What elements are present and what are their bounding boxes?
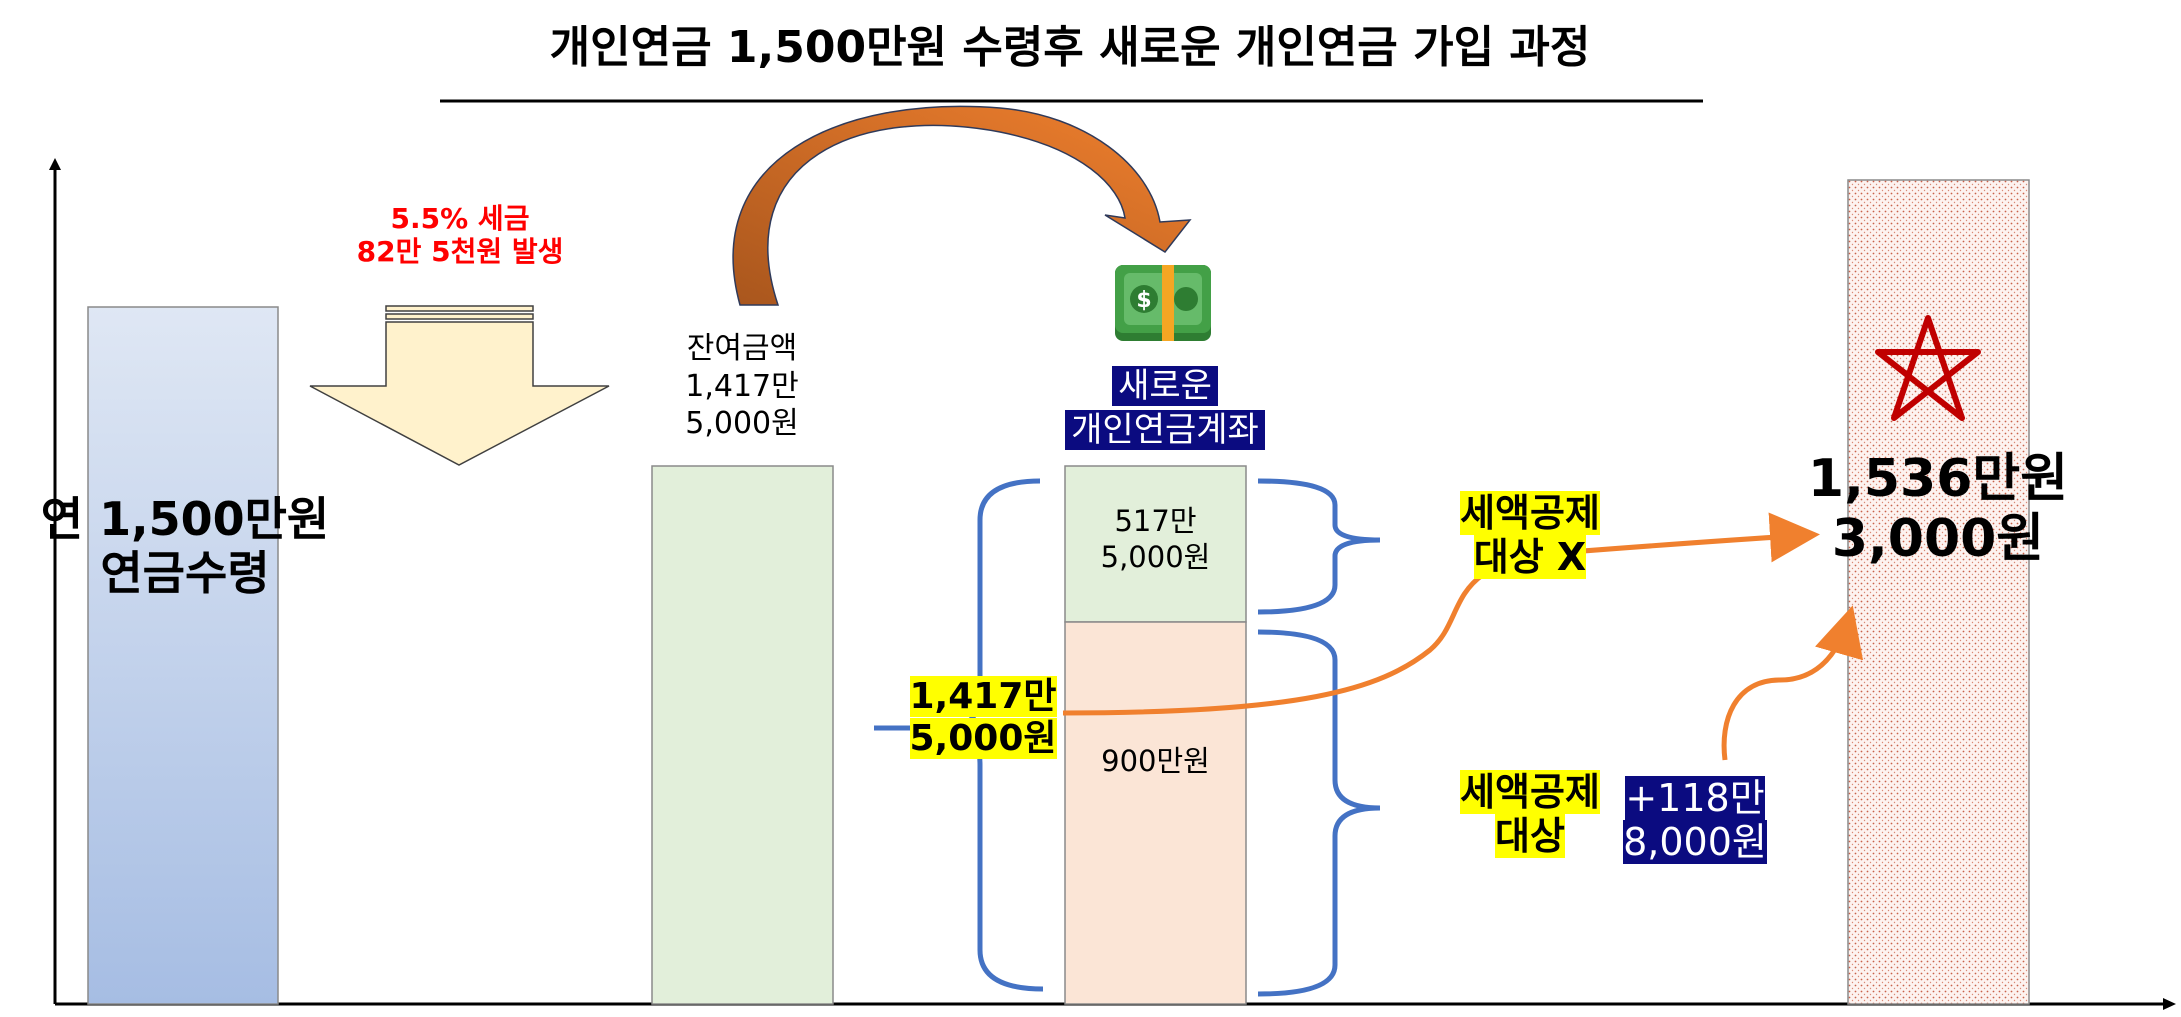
refund-to-result-arrow [1721,605,1864,761]
remaining-line2: 1,417만 [685,368,799,404]
refund-line2: 8,000원 [1623,820,1767,865]
star-icon [1875,315,1981,421]
new-account-label: 새로운 개인연금계좌 [1040,365,1290,452]
upper-block-line1: 517만 [1114,504,1197,538]
result-bar [1847,179,2030,1005]
total-deposit-label: 1,417만 5,000원 [908,676,1058,760]
annual-pension-label: 연 1,500만원 연금수령 [20,492,350,601]
remaining-line3: 5,000원 [685,406,799,441]
result-amount-label: 1,536만원 3,000원 [1768,449,2108,570]
upper-block-label: 517만 5,000원 [1065,503,1246,576]
tax-note: 5.5% 세금 82만 5천원 발생 [330,202,590,268]
deposit-to-result-arrow [1062,512,1820,716]
annual-pension-line2: 연금수령 [100,546,270,601]
not-deductible-line2: 대상 X [1473,535,1587,580]
remaining-amount-label: 잔여금액 1,417만 5,000원 [642,330,842,443]
upper-block-line2: 5,000원 [1100,540,1211,575]
upper-brace [1257,478,1381,615]
svg-text:$: $ [1136,288,1151,313]
new-account-line1: 새로운 [1112,366,1218,406]
total-deposit-line2: 5,000원 [909,718,1057,760]
x-axis-arrowhead [2163,998,2176,1010]
deductible-line2: 대상 [1495,814,1565,859]
result-line2: 3,000원 [1831,508,2045,569]
new-account-line2: 개인연금계좌 [1065,409,1265,450]
total-deposit-line1: 1,417만 [909,676,1057,717]
lower-block-bar [1064,621,1247,1005]
money-bill-icon: $ [1115,265,1211,341]
tax-note-line1: 5.5% 세금 [390,202,530,235]
tax-arrow [309,305,610,466]
remaining-line1: 잔여금액 [686,331,798,366]
upper-block-bar [1064,465,1247,623]
deductible-line1: 세액공제 [1460,770,1600,814]
tax-note-line2: 82만 5천원 발생 [356,235,564,269]
result-line1: 1,536만원 [1807,449,2069,509]
refund-line1: +118만 [1625,776,1765,820]
transfer-curve-arrow [732,105,1192,306]
deductible-label: 세액공제 대상 [1430,770,1630,859]
annual-pension-bar [87,306,279,1005]
remaining-amount-bar [651,465,834,1005]
y-axis-arrowhead [49,158,61,170]
tax-refund-label: +118만 8,000원 [1615,776,1775,865]
page-title: 개인연금 1,500만원 수령후 새로운 개인연금 가입 과정 [549,22,1591,73]
not-deductible-line1: 세액공제 [1460,491,1600,535]
lower-brace [1257,629,1381,997]
annual-pension-line1: 연 1,500만원 [40,492,330,546]
not-deductible-label: 세액공제 대상 X [1430,491,1630,580]
lower-block-label: 900만원 [1101,744,1210,778]
